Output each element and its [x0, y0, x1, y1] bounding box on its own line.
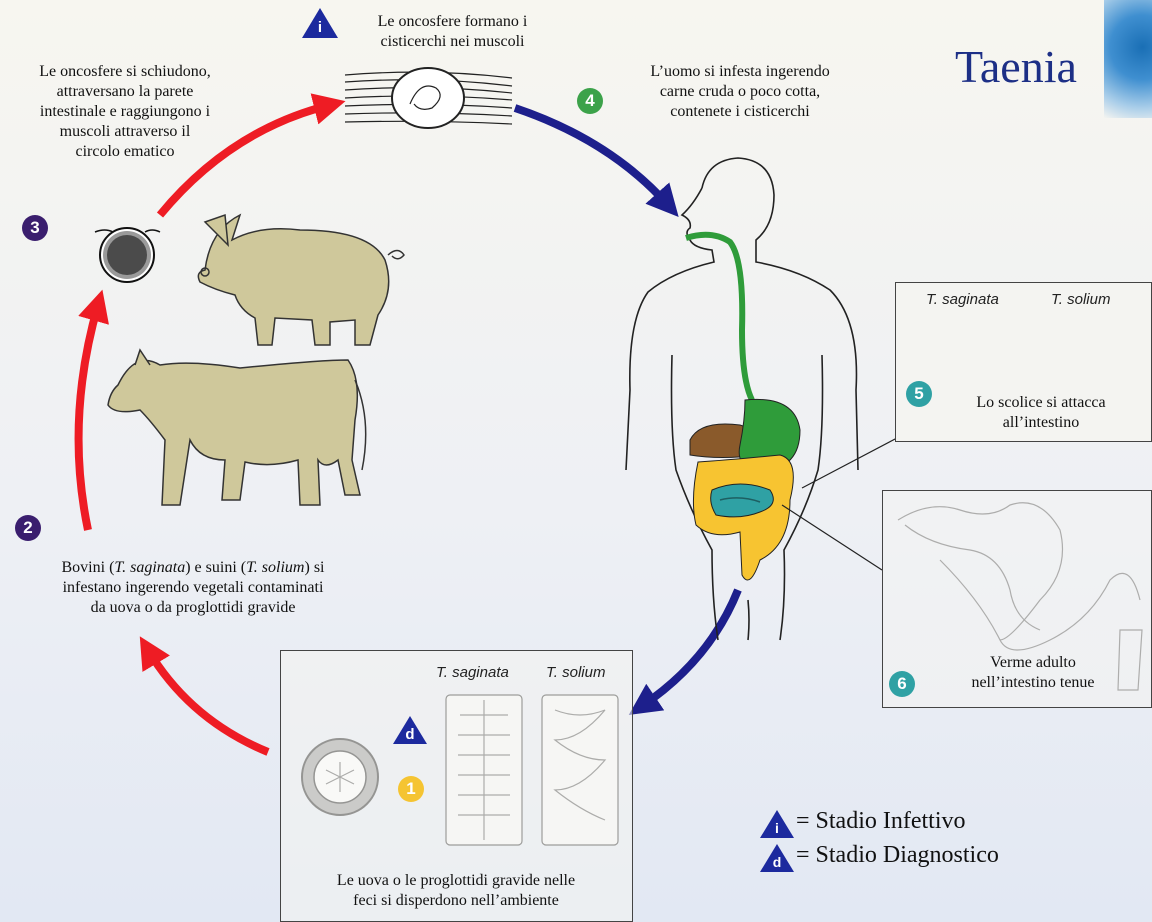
step4-description: L’uomo si infesta ingerendo carne cruda …: [610, 62, 870, 122]
cow-figure: [108, 350, 366, 505]
oncosphere: [95, 228, 160, 282]
adult-worm-box: 6 Verme adulto nell’intestino tenue: [882, 490, 1152, 708]
pig-figure: [198, 215, 404, 345]
proglottid-species-solium: T. solium: [546, 664, 605, 681]
proglottid-species-saginata: T. saginata: [436, 664, 509, 681]
diagnostic-badge: d: [393, 716, 427, 744]
environment-box: T. saginata T. solium d 1 Le uova o le p…: [280, 650, 633, 922]
environment-description: Le uova o le proglottidi gravide nelle f…: [281, 871, 631, 911]
step2-description: Bovini (T. saginata) e suini (T. solium)…: [12, 558, 374, 618]
scolex-species-saginata: T. saginata: [926, 291, 999, 308]
scolex-species-solium: T. solium: [1051, 291, 1110, 308]
step6-description: Verme adulto nell’intestino tenue: [923, 653, 1143, 693]
arrow-env-to-step2: [148, 650, 268, 752]
step2-number: 2: [15, 515, 41, 541]
step5-number: 5: [906, 381, 932, 407]
step1-number: 1: [398, 776, 424, 802]
arrow-muscle-to-human: [515, 108, 668, 205]
step4-number: 4: [577, 88, 603, 114]
infective-badge-top: i: [302, 8, 338, 38]
arrow-human-to-env: [642, 590, 738, 706]
step5-description: Lo scolice si attacca all’intestino: [936, 393, 1146, 433]
step3-number: 3: [22, 215, 48, 241]
step6-number: 6: [889, 671, 915, 697]
digestive-tract: [686, 235, 800, 580]
legend-item-infective: i = Stadio Infettivo: [760, 808, 1060, 842]
legend-infective-label: = Stadio Infettivo: [796, 808, 966, 835]
legend-diagnostic-badge: d: [760, 844, 794, 872]
arrow-step2-to-step3: [79, 305, 98, 530]
legend-diagnostic-label: = Stadio Diagnostico: [796, 842, 999, 869]
legend: i = Stadio Infettivo d = Stadio Diagnost…: [760, 808, 1060, 876]
muscle-cysticercus: [345, 68, 512, 128]
legend-infective-badge: i: [760, 810, 794, 838]
infective-top-text: Le oncosfere formano i cisticerchi nei m…: [345, 12, 560, 52]
scolex-box: T. saginata T. solium 5 Lo scolice si at…: [895, 282, 1152, 442]
legend-item-diagnostic: d = Stadio Diagnostico: [760, 842, 1060, 876]
step3-description: Le oncosfere si schiudono, attraversano …: [5, 62, 245, 162]
